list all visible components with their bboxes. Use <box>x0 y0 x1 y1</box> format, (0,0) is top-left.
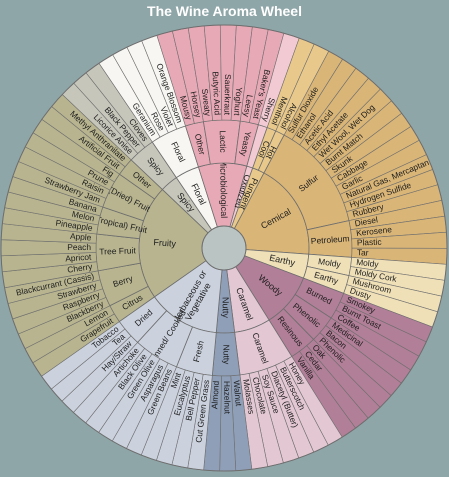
subcategory-label-tree-fruit: Tree Fruit <box>99 245 136 256</box>
subcategory-label-fresh: Fresh <box>191 339 206 363</box>
term-label-yoghurt: Yoghurt <box>232 87 245 117</box>
term-label-kerosene: Kerosene <box>356 224 393 238</box>
wheel-title: The Wine Aroma Wheel <box>147 3 302 19</box>
term-label-sweaty: Sweaty <box>200 88 213 117</box>
subcategory-label-petroleum: Petroleum <box>310 233 349 246</box>
term-label-almond: Almond <box>209 380 221 409</box>
term-label-sauerkraut: Sauerkraut <box>222 74 233 116</box>
subcategory-label-moldy: Moldy <box>318 256 343 269</box>
term-label-diesel: Diesel <box>354 214 379 228</box>
subcategory-label-other: Other <box>193 133 208 156</box>
subcategory-label-lactic: Lactic <box>218 130 228 153</box>
wheel-rim <box>0 24 448 472</box>
term-label-plastic: Plastic <box>357 237 382 248</box>
term-label-apple: Apple <box>70 231 92 243</box>
wheel-hub <box>201 225 247 271</box>
category-label-fruity: Fruity <box>153 237 177 249</box>
term-label-peach: Peach <box>67 242 91 252</box>
term-label-apricot: Apricot <box>65 252 92 264</box>
category-label-microbiological: Microbiological <box>218 159 229 219</box>
subcategory-label-nutty: Nutty <box>221 344 231 365</box>
term-label-hazelnut: Hazelnut <box>222 381 233 415</box>
term-label-butyric-acid: Butyric Acid <box>210 71 222 116</box>
category-label-nutty: Nutty <box>220 297 230 319</box>
term-label-cherry: Cherry <box>67 261 94 275</box>
term-label-tar: Tar <box>357 247 369 257</box>
term-label-walnut: Walnut <box>232 380 244 407</box>
term-label-moldy: Moldy <box>356 257 380 269</box>
